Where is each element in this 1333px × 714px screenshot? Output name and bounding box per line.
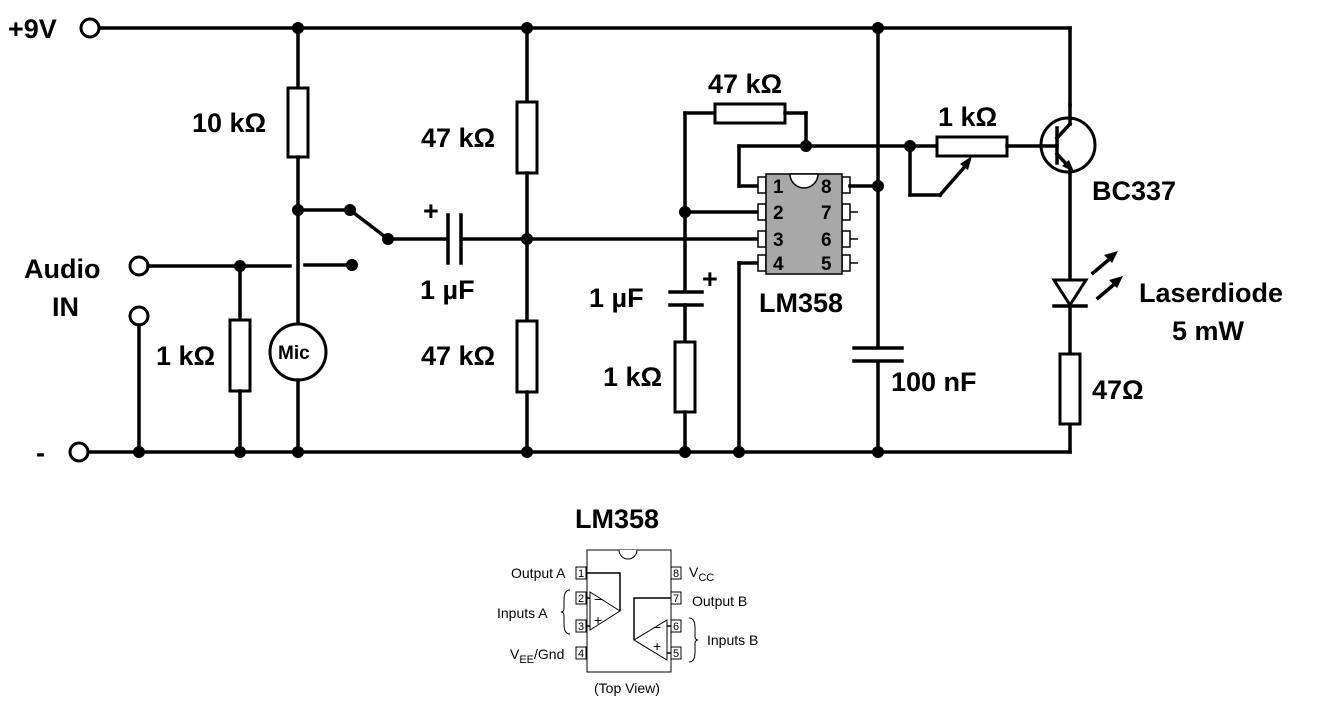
pinout-vee: VEE/Gnd bbox=[510, 646, 564, 666]
ground-label: - bbox=[36, 438, 45, 468]
junction-dots bbox=[133, 22, 916, 458]
ic-pin-8: 8 bbox=[821, 177, 832, 198]
ic-pin-4: 4 bbox=[773, 254, 784, 275]
c-feedback-plus: + bbox=[702, 264, 718, 294]
audio-in-label-2: IN bbox=[52, 292, 79, 322]
pinout-inputs-a: Inputs A bbox=[497, 605, 548, 621]
pinout-minus-b: − bbox=[653, 619, 661, 635]
pinout-pin-7: 7 bbox=[673, 593, 679, 605]
ground-rail bbox=[88, 422, 1072, 454]
pinout-output-b: Output B bbox=[692, 593, 747, 609]
c-feedback-label: 1 µF bbox=[589, 283, 644, 313]
r-bias-mic-label: 10 kΩ bbox=[192, 108, 266, 138]
pinout-pin-1: 1 bbox=[578, 568, 584, 580]
ic-pin-1: 1 bbox=[773, 177, 784, 198]
voltage-divider bbox=[515, 26, 539, 454]
pinout-vcc: VCC bbox=[689, 564, 714, 584]
lm358-chip bbox=[757, 173, 880, 275]
ic-pin-5: 5 bbox=[821, 254, 832, 275]
r-div-top-label: 47 kΩ bbox=[421, 123, 495, 153]
pot-body bbox=[935, 135, 1009, 158]
pinout-view: (Top View) bbox=[594, 680, 660, 696]
ic-pin-6: 6 bbox=[821, 230, 832, 251]
resistor-47k-feedback bbox=[713, 102, 787, 125]
pinout-diagram bbox=[560, 549, 699, 673]
r-div-bottom-label: 47 kΩ bbox=[421, 341, 495, 371]
transistor-bc337 bbox=[1039, 103, 1097, 280]
pinout-pin-2: 2 bbox=[578, 593, 584, 605]
resistor-47-laser bbox=[1058, 352, 1082, 426]
mic-label: Mic bbox=[278, 343, 310, 364]
resistor-47k-bottom bbox=[515, 319, 539, 394]
pinout-plus-a: + bbox=[594, 612, 602, 628]
supply-terminal bbox=[79, 17, 101, 39]
resistor-1k-feedback bbox=[673, 340, 697, 414]
pinout-inputs-b: Inputs B bbox=[707, 632, 758, 648]
r-feedback-label: 47 kΩ bbox=[708, 69, 782, 99]
potentiometer bbox=[908, 135, 1044, 198]
pinout-pin-4: 4 bbox=[578, 648, 584, 660]
c-decouple-label: 100 nF bbox=[891, 367, 977, 397]
transistor-label: BC337 bbox=[1092, 176, 1176, 206]
pinout-pin-6: 6 bbox=[673, 621, 679, 633]
r-laser-label: 47Ω bbox=[1092, 375, 1144, 405]
c-input-plus: + bbox=[423, 196, 439, 226]
ground-terminal bbox=[68, 441, 90, 463]
c-input-label: 1 µF bbox=[420, 275, 475, 305]
r-feedback-gnd-label: 1 kΩ bbox=[603, 362, 662, 392]
laser-diode bbox=[1051, 251, 1123, 426]
ic-label: LM358 bbox=[759, 288, 843, 318]
audio-in-terminal-2 bbox=[128, 305, 150, 327]
ic-pin-3: 3 bbox=[773, 230, 784, 251]
pinout-minus-a: − bbox=[594, 591, 602, 607]
pot-label: 1 kΩ bbox=[938, 102, 997, 132]
pinout-output-a: Output A bbox=[511, 565, 566, 581]
feedback-network bbox=[668, 102, 912, 454]
pinout-pin-8: 8 bbox=[673, 568, 679, 580]
input-capacitor bbox=[386, 213, 762, 265]
supply-rail bbox=[99, 26, 1072, 107]
audio-in-terminal-1 bbox=[128, 255, 150, 277]
pinout-pin-5: 5 bbox=[673, 648, 679, 660]
pinout-title: LM358 bbox=[575, 504, 659, 534]
resistor-1k-audio bbox=[228, 318, 252, 393]
laser-label: Laserdiode bbox=[1139, 278, 1283, 308]
audio-input bbox=[128, 255, 292, 454]
pinout-plus-b: + bbox=[653, 638, 661, 654]
ic-pin-7: 7 bbox=[821, 203, 832, 224]
input-switch bbox=[296, 204, 394, 271]
pinout-pin-3: 3 bbox=[578, 621, 584, 633]
resistor-10k bbox=[286, 86, 310, 159]
supply-label: +9V bbox=[8, 14, 57, 44]
ic-pin-2: 2 bbox=[773, 203, 784, 224]
resistor-47k-top bbox=[515, 100, 539, 175]
mic-branch bbox=[268, 26, 328, 454]
audio-in-label: Audio bbox=[24, 254, 100, 284]
laser-power-label: 5 mW bbox=[1172, 316, 1245, 346]
r-audio-in-label: 1 kΩ bbox=[156, 341, 215, 371]
